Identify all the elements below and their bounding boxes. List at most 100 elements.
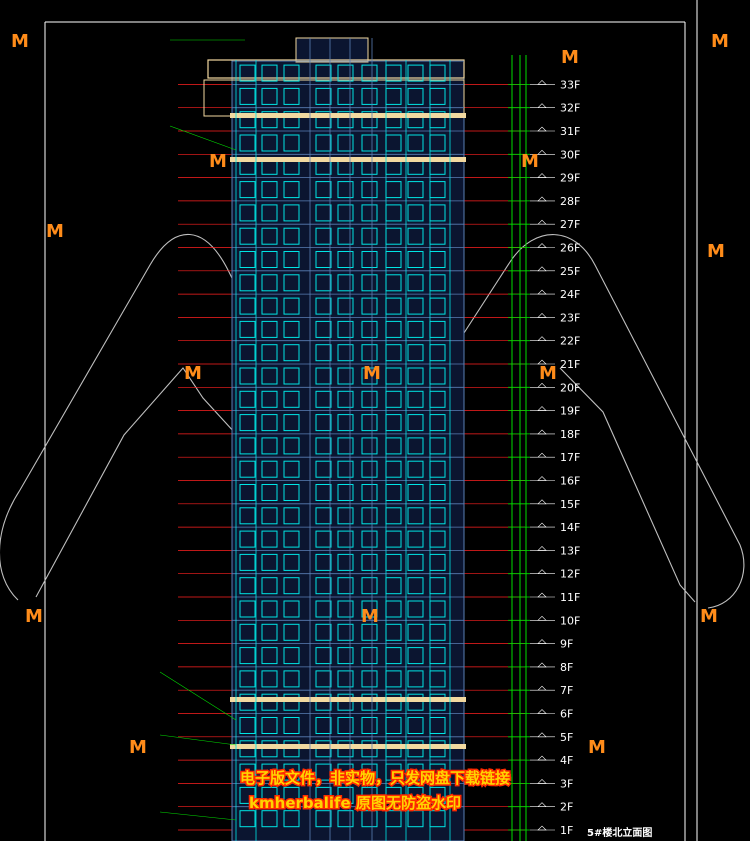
window [407, 460, 424, 478]
window [283, 693, 300, 711]
window [261, 553, 278, 571]
mountain-logo-icon: M [129, 737, 147, 758]
window [239, 344, 256, 362]
window [407, 786, 424, 804]
window [315, 786, 332, 804]
elevation-marker [537, 103, 547, 108]
window [283, 134, 300, 152]
window [337, 600, 354, 618]
window [407, 810, 424, 828]
window [337, 786, 354, 804]
window [239, 181, 256, 199]
elevation-marker [537, 476, 547, 481]
window [315, 251, 332, 268]
elevation-marker [537, 709, 547, 714]
window [239, 460, 256, 478]
window [261, 786, 278, 804]
elevation-marker [537, 382, 547, 388]
floor-label: 9F [560, 638, 573, 651]
window [361, 390, 378, 408]
window [407, 344, 424, 362]
window [407, 623, 424, 641]
leader-line [169, 125, 237, 151]
window [337, 670, 354, 688]
window [337, 64, 354, 82]
window [315, 460, 332, 478]
window [361, 414, 378, 432]
elevation-marker [537, 173, 547, 178]
window [283, 390, 300, 408]
window [407, 507, 424, 525]
window [239, 693, 256, 711]
floor-label: 31F [560, 125, 580, 138]
window [239, 670, 256, 688]
window [239, 87, 256, 105]
window [337, 437, 354, 455]
elevation-marker [537, 522, 547, 528]
elevation-marker [537, 126, 547, 132]
window [261, 64, 278, 82]
cornice-band [230, 697, 466, 702]
window [239, 763, 256, 781]
window [261, 763, 278, 781]
window [283, 320, 300, 338]
window [283, 204, 300, 222]
window [337, 134, 354, 152]
watermark-line-1: 电子版文件，非实物，只发网盘下载链接 [240, 769, 510, 787]
window [239, 297, 256, 315]
elevation-marker [537, 499, 547, 505]
window [315, 647, 332, 665]
window [361, 251, 378, 268]
window [337, 647, 354, 665]
dimension-column [508, 55, 555, 841]
window [337, 274, 354, 292]
window [239, 530, 256, 548]
window [407, 530, 424, 548]
elevation-marker [537, 289, 547, 295]
window [283, 577, 300, 595]
window [261, 390, 278, 408]
window [239, 437, 256, 455]
window [407, 87, 424, 105]
mountain-logo-icon: M [588, 737, 606, 758]
window [239, 717, 256, 734]
floor-label: 21F [560, 358, 580, 371]
mountain-logo-icon: M [209, 151, 227, 172]
mountain-logo-icon: M [561, 47, 579, 68]
elevation-marker [537, 336, 547, 341]
elevation-marker [537, 312, 547, 318]
window [239, 251, 256, 268]
window [361, 670, 378, 688]
window [315, 414, 332, 432]
window [315, 134, 332, 152]
window [261, 647, 278, 665]
window [337, 717, 354, 734]
window [239, 64, 256, 82]
building-elevation [203, 37, 466, 841]
window [407, 320, 424, 338]
elevation-marker [537, 429, 547, 435]
window [361, 763, 378, 781]
window [239, 647, 256, 665]
leader-line [159, 734, 237, 746]
window [315, 717, 332, 734]
window [337, 204, 354, 222]
window [283, 367, 300, 385]
tower-body [231, 59, 465, 841]
floor-label: 33F [560, 78, 580, 91]
window [337, 577, 354, 595]
mountain-logo-icon: M [361, 606, 379, 627]
curve-right [439, 234, 745, 609]
window [361, 134, 378, 152]
window [361, 600, 378, 618]
window [361, 810, 378, 828]
curve-left-inner [35, 367, 279, 598]
window [261, 320, 278, 338]
window [315, 507, 332, 525]
window [261, 484, 278, 501]
window [283, 87, 300, 105]
window [315, 530, 332, 548]
window [361, 297, 378, 315]
floor-label: 3F [560, 777, 573, 790]
window [261, 717, 278, 734]
